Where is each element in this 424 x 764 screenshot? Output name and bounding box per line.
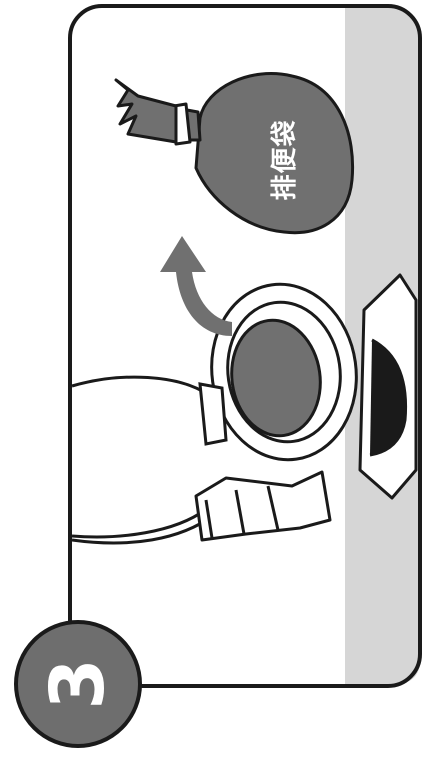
bag-body (194, 72, 355, 235)
bag-top (114, 78, 178, 144)
step-number: 3 (35, 658, 121, 710)
step-badge (14, 620, 142, 748)
hand-illustration (194, 470, 332, 542)
frame-border (68, 4, 422, 688)
toilet-rim-dark (369, 338, 408, 457)
drainage-bag-icon (114, 72, 355, 235)
body-outline (71, 375, 215, 545)
stoma-pouch-icon (198, 282, 358, 462)
toilet-illustration (358, 273, 418, 500)
arrow-icon (160, 236, 232, 336)
bag-label: 排便袋 (269, 119, 300, 201)
